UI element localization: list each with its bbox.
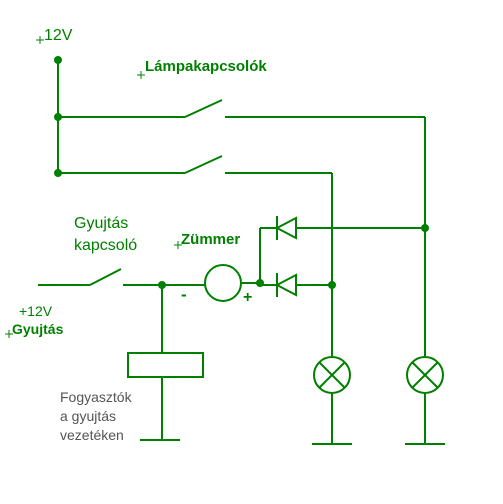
consumers-label-line1: Fogyasztók bbox=[60, 389, 133, 405]
junction-node bbox=[421, 224, 429, 232]
diode-lower bbox=[260, 273, 336, 297]
consumers-label-line2: a gyujtás bbox=[60, 408, 116, 424]
lamp-switch-2 bbox=[58, 155, 333, 356]
ignition-supply-label-line2: Gyujtás bbox=[12, 321, 64, 337]
ignition-switch-label-line2: kapcsoló bbox=[74, 237, 137, 254]
ignition-switch-label-line1: Gyujtás bbox=[74, 215, 128, 232]
ignition-switch bbox=[38, 268, 205, 286]
buzzer-minus-label: - bbox=[181, 285, 187, 304]
ignition-supply-label-line1: +12V bbox=[19, 303, 53, 319]
supply-node bbox=[54, 56, 62, 64]
diode-upper bbox=[260, 216, 429, 240]
consumers-label-line3: vezetéken bbox=[60, 427, 124, 443]
lamp-switches-label: Lámpakapcsolók bbox=[145, 58, 267, 75]
lamp-2 bbox=[405, 356, 445, 445]
diode-rail bbox=[256, 228, 264, 287]
consumer-load bbox=[127, 285, 204, 441]
lamp-switch-1 bbox=[58, 99, 426, 356]
label-markers bbox=[5, 36, 182, 338]
supply-12v-label: 12V bbox=[44, 27, 73, 44]
junction-node bbox=[328, 281, 336, 289]
buzzer-label: Zümmer bbox=[181, 231, 240, 248]
buzzer-plus-label: + bbox=[243, 289, 252, 306]
lamp-1 bbox=[312, 356, 352, 445]
